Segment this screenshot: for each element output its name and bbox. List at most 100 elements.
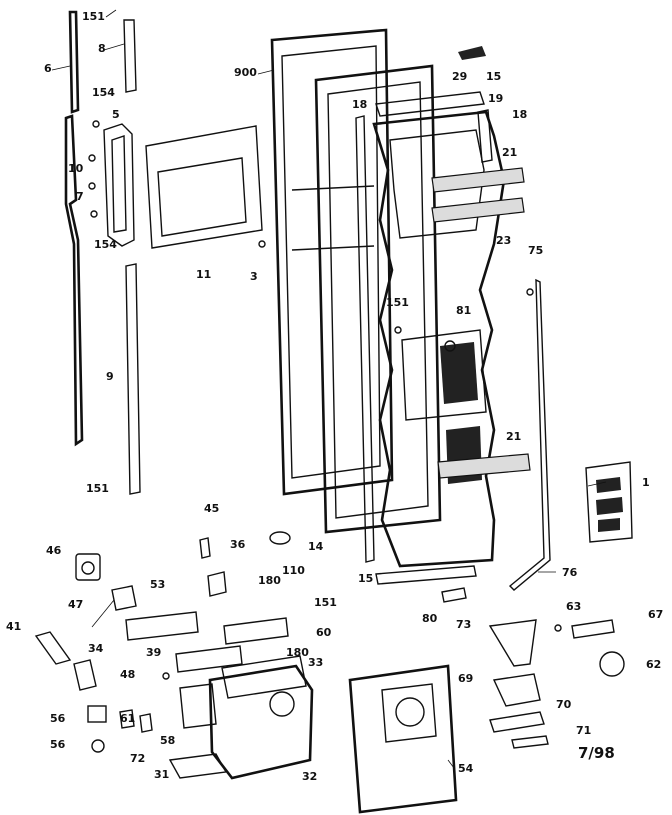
part-number-label: 72 [130, 752, 145, 765]
part-58-bracket [179, 683, 217, 729]
part-number-label: 53 [150, 578, 165, 591]
part-46-knob [81, 561, 95, 575]
part-number-label: 1 [642, 476, 650, 489]
part-number-label: 81 [456, 304, 471, 317]
part-number-label: 5 [112, 108, 120, 121]
part-56-relay [87, 705, 107, 723]
part-6-strip [68, 10, 80, 114]
part-number-label: 71 [576, 724, 591, 737]
part-number-label: 900 [234, 66, 257, 79]
part-34-harness [73, 659, 97, 691]
part-number-label: 34 [88, 642, 104, 655]
part-900-inner-edge [281, 45, 381, 479]
part-54-opening [381, 683, 437, 743]
part-10-screw [88, 154, 96, 162]
part-81-plug [444, 340, 456, 352]
part-900-rib [291, 185, 375, 191]
part-3-screw [258, 240, 266, 248]
part-62-ring [599, 651, 625, 677]
part-32-chute-hole [269, 691, 295, 717]
part-56-lamp [91, 739, 105, 753]
part-5-hinge [103, 123, 135, 247]
part-number-label: 9 [106, 370, 114, 383]
part-number-label: 33 [308, 656, 323, 669]
part-7-hinge-inner [111, 135, 127, 233]
part-110-cap [269, 531, 291, 545]
leader-line [447, 759, 455, 769]
part-47-bracket [111, 585, 137, 611]
part-14-gasket-inner [327, 81, 429, 519]
part-number-label: 15 [358, 572, 373, 585]
part-33-top [221, 655, 307, 699]
liner-shadow-mid [440, 342, 478, 404]
part-71-seal [511, 735, 549, 749]
leader-line [91, 599, 115, 628]
part-number-label: 73 [456, 618, 471, 631]
part-number-label: 36 [230, 538, 246, 551]
part-number-label: 47 [68, 598, 83, 611]
part-number-label: 75 [528, 244, 543, 257]
part-number-label: 151 [386, 296, 409, 309]
part-154-screw-b [90, 210, 98, 218]
part-number-label: 60 [316, 626, 332, 639]
part-number-label: 10 [68, 162, 84, 175]
part-number-label: 29 [452, 70, 467, 83]
leader-line [587, 481, 607, 487]
part-number-label: 151 [314, 596, 337, 609]
part-154-screw [92, 120, 100, 128]
part-53-cover [125, 611, 199, 641]
part-18-side [477, 109, 493, 163]
liner-upper-bay [389, 129, 485, 239]
leader-line [105, 9, 117, 18]
part-number-label: 61 [120, 712, 135, 725]
part-number-label: 14 [308, 540, 324, 553]
part-151-screw [394, 326, 402, 334]
part-48-screw [162, 672, 170, 680]
part-number-label: 18 [352, 98, 367, 111]
part-9-strip [125, 263, 141, 495]
part-number-label: 151 [86, 482, 109, 495]
part-46-switch [75, 553, 101, 581]
part-number-label: 54 [458, 762, 474, 775]
part-41-wire [34, 631, 72, 665]
part-number-label: 3 [250, 270, 258, 283]
card-print-c [598, 518, 620, 532]
part-number-label: 18 [512, 108, 527, 121]
part-number-label: 23 [496, 234, 511, 247]
part-14-gasket [314, 64, 442, 534]
part-number-label: 21 [502, 146, 517, 159]
part-21-shelf [431, 167, 525, 193]
part-39-board [175, 645, 243, 673]
leader-line [257, 69, 275, 75]
part-67-motor-arm [571, 619, 615, 639]
part-number-label: 7 [76, 190, 84, 203]
part-72-clip [139, 713, 153, 733]
part-73-chute [488, 619, 537, 667]
part-60-bracket [223, 617, 289, 645]
part-31-grille [168, 753, 228, 779]
part-number-label: 154 [92, 86, 115, 99]
part-number-label: 70 [556, 698, 572, 711]
part-45-switch [199, 537, 211, 559]
date-code: 7/98 [578, 744, 615, 762]
part-number-label: 67 [648, 608, 663, 621]
part-15-trim [375, 91, 485, 117]
liner-middle-bay [401, 329, 487, 421]
part-number-label: 154 [94, 238, 117, 251]
part-70-flap [489, 711, 545, 733]
part-900-rib-b [291, 245, 375, 251]
owner-info-card [585, 461, 633, 543]
part-number-label: 110 [282, 564, 305, 577]
part-number-label: 6 [44, 62, 52, 75]
part-number-label: 46 [46, 544, 62, 557]
part-10-screw-b [88, 182, 96, 190]
part-number-label: 58 [160, 734, 175, 747]
part-21-shelf-b [437, 453, 531, 479]
part-18-strip [355, 115, 375, 563]
part-number-label: 32 [302, 770, 317, 783]
part-number-label: 8 [98, 42, 106, 55]
part-23-shelf [431, 197, 525, 223]
leader-line [103, 43, 125, 51]
